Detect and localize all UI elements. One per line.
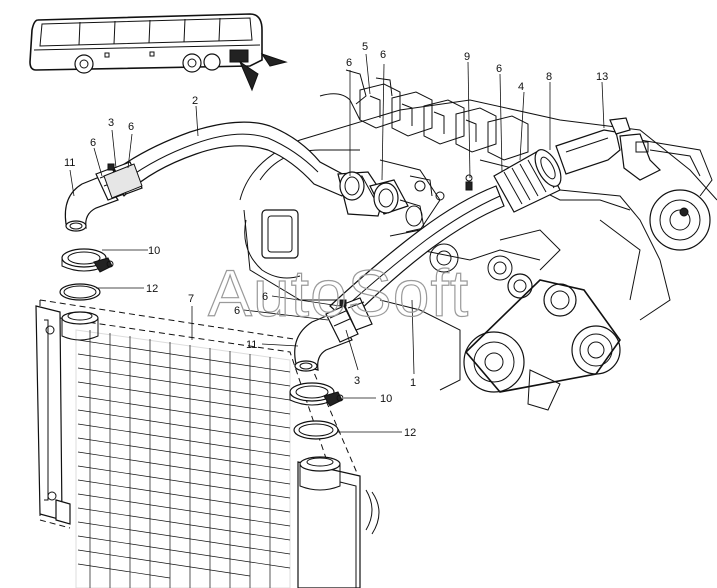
callout-11-upper: 11 bbox=[64, 157, 75, 169]
callout-12-lower: 12 bbox=[404, 427, 416, 439]
callout-6-upper-left: 6 bbox=[90, 137, 96, 149]
watermark-text: AutoSoft bbox=[208, 256, 469, 330]
coupling-ring-upper bbox=[61, 248, 114, 273]
callout-6-bellows: 6 bbox=[496, 63, 502, 75]
callout-6-turbo-right: 6 bbox=[380, 49, 386, 61]
bus-location-icon bbox=[29, 13, 263, 74]
valve-cover bbox=[359, 83, 529, 161]
radiator bbox=[35, 299, 380, 588]
callout-7: 7 bbox=[188, 293, 194, 305]
callout-2: 2 bbox=[192, 95, 198, 107]
callout-12-upper: 12 bbox=[146, 283, 158, 295]
callout-3-upper: 3 bbox=[108, 117, 114, 129]
callout-9: 9 bbox=[464, 51, 470, 63]
hose-clamp-lower bbox=[325, 297, 373, 343]
callout-labels: 2 3 6 6 11 10 12 7 6 5 6 9 6 4 8 13 6 6 … bbox=[64, 41, 608, 439]
arrow-pointer-icon bbox=[238, 53, 288, 92]
engine-assembly bbox=[239, 83, 717, 411]
leader-lines bbox=[69, 53, 605, 433]
callout-6-lower: 6 bbox=[234, 305, 240, 317]
alternator bbox=[639, 139, 713, 251]
callout-6-turbo-left: 6 bbox=[346, 57, 352, 69]
seal-ring-upper bbox=[59, 283, 101, 301]
callout-6-upper-right: 6 bbox=[128, 121, 134, 133]
callout-1: 1 bbox=[410, 377, 416, 389]
bellows-connector bbox=[465, 149, 562, 213]
charge-air-pipe-upper bbox=[107, 121, 351, 197]
callout-10-lower: 10 bbox=[380, 393, 392, 405]
callout-8: 8 bbox=[546, 71, 552, 83]
callout-11-lower: 11 bbox=[246, 339, 257, 351]
callout-13: 13 bbox=[596, 71, 608, 83]
sleeve-upper-left bbox=[103, 163, 143, 199]
callout-4: 4 bbox=[518, 81, 524, 93]
radiator-core bbox=[77, 330, 291, 588]
pulleys bbox=[463, 273, 621, 411]
callout-6-lower-upper: 6 bbox=[262, 291, 268, 303]
callout-3-lower: 3 bbox=[354, 375, 360, 387]
seal-ring-lower bbox=[293, 420, 339, 440]
callout-5: 5 bbox=[362, 41, 368, 53]
coupling-ring-lower bbox=[289, 382, 344, 407]
pipe-upper-right bbox=[555, 117, 662, 181]
callout-10-upper: 10 bbox=[148, 245, 160, 257]
turbo-connection bbox=[337, 69, 425, 233]
charge-air-pipe-lower bbox=[329, 185, 505, 323]
